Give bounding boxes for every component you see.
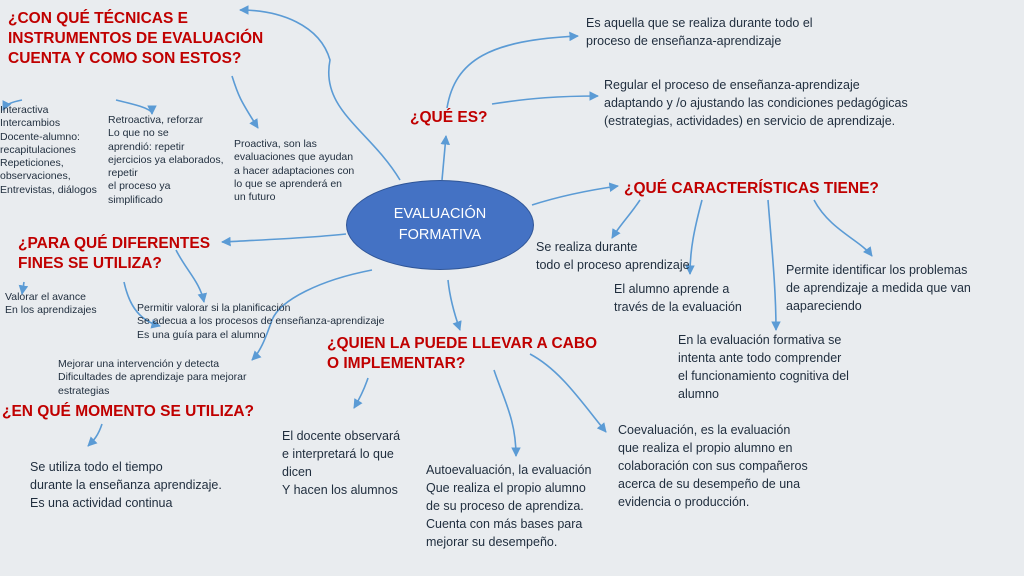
arrow-que-es-to-definicion: [446, 31, 579, 109]
item-problemas: Permite identificar los problemas de apr…: [786, 263, 971, 313]
question-que-es: ¿QUÉ ES?: [410, 109, 488, 126]
item-comprender: En la evaluación formativa se intenta an…: [678, 333, 849, 401]
arrow-quien-to-auto: [493, 369, 521, 457]
arrow-car-to-aprende: [685, 199, 703, 275]
arrow-quien-to-docente: [353, 377, 369, 409]
question-para-que: ¿PARA QUÉ DIFERENTES FINES SE UTILIZA?: [18, 235, 211, 272]
arrow-center-to-que-es: [440, 135, 450, 181]
item-valorar: Valorar el avance En los aprendizajes: [5, 291, 97, 317]
item-coevaluacion: Coevaluación, es la evaluación que reali…: [618, 423, 808, 509]
question-momento: ¿EN QUÉ MOMENTO SE UTILIZA?: [2, 403, 255, 420]
center-node-evaluacion-formativa: EVALUACIÓN FORMATIVA: [346, 180, 534, 270]
arrow-tec-to-proactiva: [231, 75, 259, 129]
arrow-center-to-caracteristicas: [531, 182, 619, 206]
arrow-center-to-para-que: [221, 233, 347, 247]
question-quien: ¿QUIEN LA PUEDE LLEVAR A CABO O IMPLEMEN…: [327, 335, 598, 372]
item-regular: Regular el proceso de enseñanza-aprendiz…: [604, 78, 908, 128]
arrow-center-to-quien: [447, 279, 462, 331]
item-proactiva: Proactiva, son las evaluaciones que ayud…: [234, 138, 355, 204]
item-tiempo: Se utiliza todo el tiempo durante la ens…: [30, 460, 222, 510]
arrow-car-to-durante: [611, 199, 641, 239]
item-docente: El docente observará e interpretará lo q…: [282, 429, 401, 497]
arrow-car-to-comprender: [767, 199, 781, 331]
arrow-que-es-to-regular: [491, 91, 599, 105]
item-definicion: Es aquella que se realiza durante todo e…: [586, 16, 813, 48]
arrow-momento-to-tiempo: [87, 423, 103, 447]
item-durante: Se realiza durante todo el proceso apren…: [536, 240, 690, 272]
question-caracteristicas: ¿QUÉ CARACTERÍSTICAS TIENE?: [624, 180, 879, 197]
item-planificacion: Permitir valorar si la planificación Se …: [137, 302, 385, 341]
item-autoevaluacion: Autoevaluación, la evaluación Que realiz…: [426, 463, 592, 549]
item-interactiva: Interactiva Intercambios Docente-alumno:…: [0, 104, 97, 196]
question-tecnicas: ¿CON QUÉ TÉCNICAS E INSTRUMENTOS DE EVAL…: [8, 10, 264, 67]
arrow-car-to-problemas: [813, 199, 873, 257]
arrow-tec-to-retroactiva: [115, 99, 157, 115]
item-mejorar: Mejorar una intervención y detecta Dific…: [58, 358, 247, 397]
item-retroactiva: Retroactiva, reforzar Lo que no se apren…: [108, 114, 224, 206]
item-aprende: El alumno aprende a través de la evaluac…: [614, 282, 742, 314]
